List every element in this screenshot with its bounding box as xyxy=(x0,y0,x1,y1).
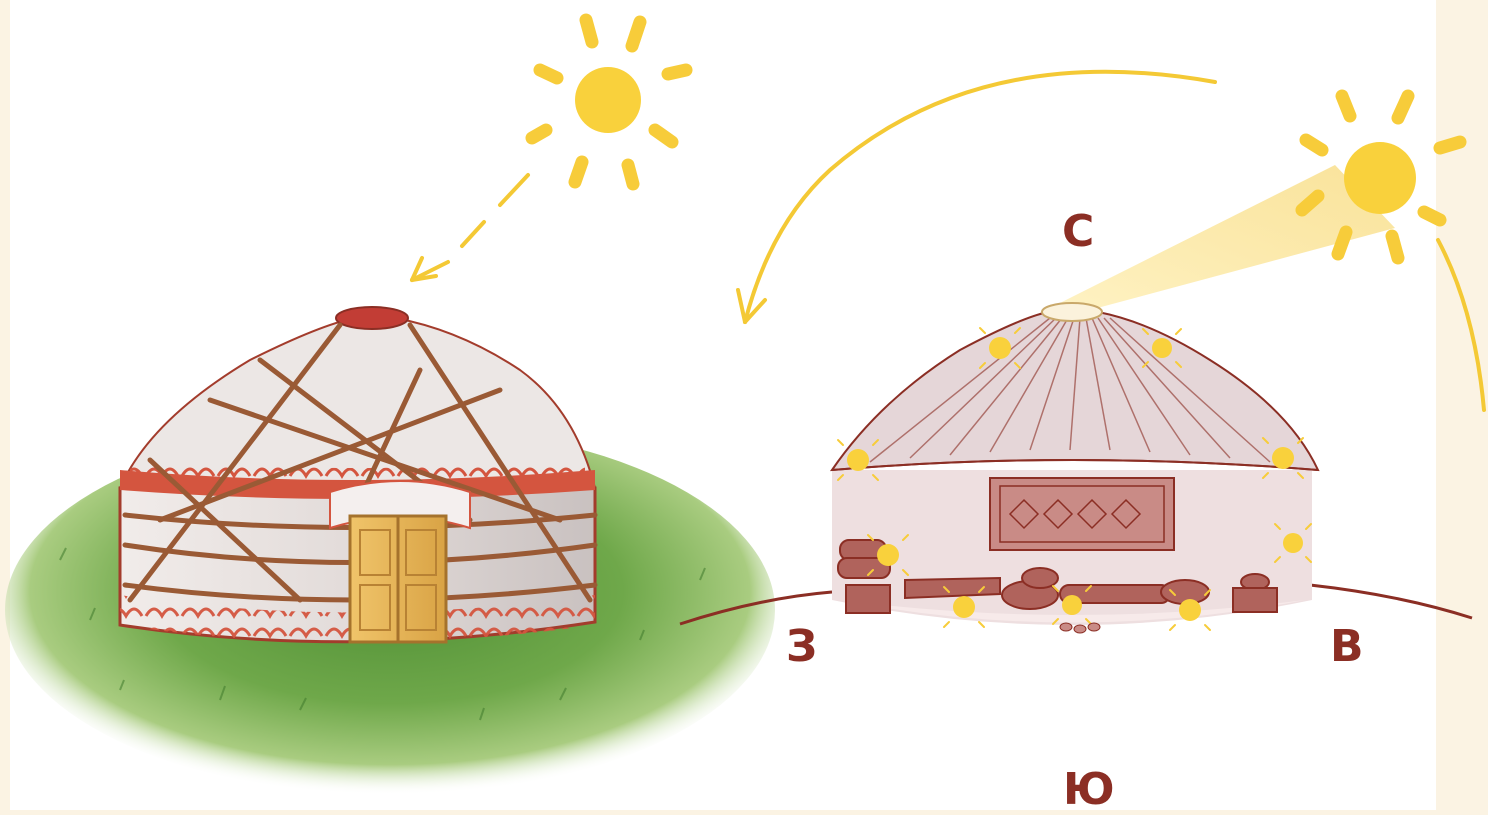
yurt-exterior xyxy=(5,307,775,795)
yurt-interior-cutaway xyxy=(680,303,1472,633)
north-label: С xyxy=(1062,210,1094,254)
east-label: В xyxy=(1330,625,1364,669)
sunlight-arrow xyxy=(412,175,528,280)
sun-icon xyxy=(532,20,686,184)
west-label: З xyxy=(786,625,817,669)
south-label: Ю xyxy=(1063,768,1115,812)
